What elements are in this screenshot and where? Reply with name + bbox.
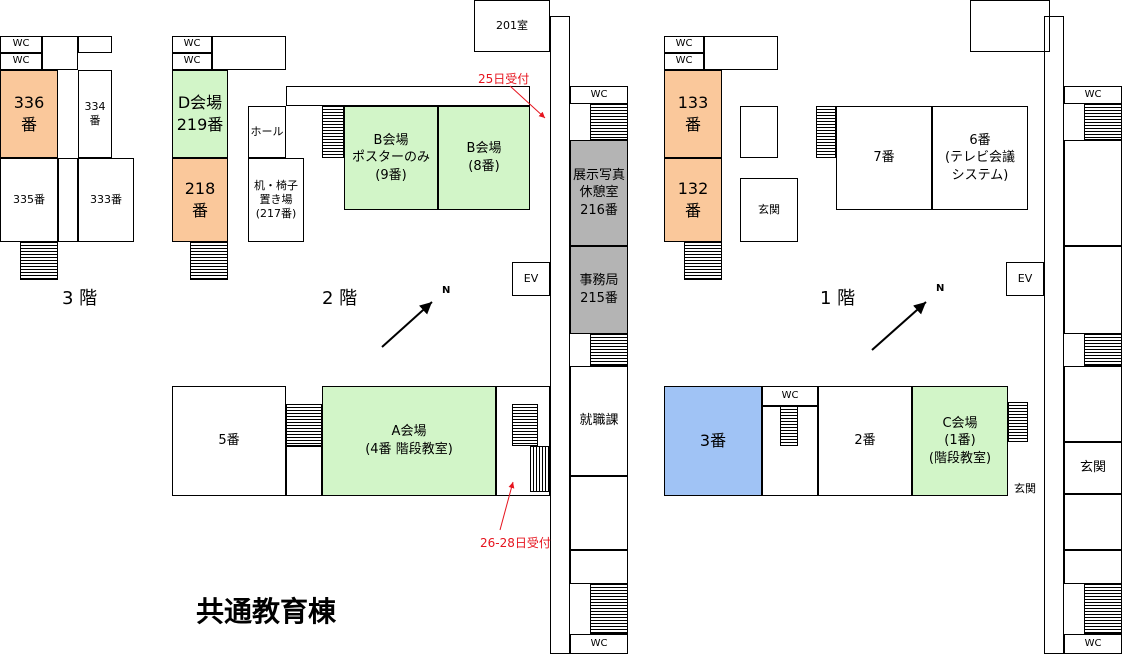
floor2-room-218: 218 番	[172, 158, 228, 242]
floor1-genkan-bottom: 玄関	[1014, 482, 1036, 495]
floor1-stairs-nw	[684, 242, 722, 280]
floor3-room-335: 335番	[0, 158, 58, 242]
floor2-storage-217: 机・椅子 置き場 (217番)	[248, 158, 304, 242]
floor2-east-rooms-2	[570, 550, 628, 584]
floor2-ev: EV	[512, 262, 550, 296]
floor1-room-2: 2番	[818, 386, 912, 496]
floor2-reception-26: 26-28日受付	[480, 536, 551, 550]
floor3-stairs	[20, 242, 58, 280]
floor2-label: 2 階	[322, 288, 358, 309]
floor2-stairs-entrance	[530, 446, 550, 492]
floor3-label: 3 階	[62, 288, 98, 309]
floor2-room-215: 事務局 215番	[570, 246, 628, 334]
floor1-corridor-top	[704, 36, 778, 70]
floor1-stairs-east-2	[1084, 334, 1122, 366]
floor1-wc-mid: WC	[762, 386, 818, 406]
floor1-genkan-right: 玄関	[1064, 442, 1122, 494]
floor2-stairs-south	[590, 584, 628, 634]
floor2-corridor-top	[212, 36, 286, 70]
floor1-ev: EV	[1006, 262, 1044, 296]
floor1-label: 1 階	[820, 288, 856, 309]
floor1-room-7: 7番	[836, 106, 932, 210]
floor1-wc-2: WC	[664, 53, 704, 70]
floor1-room-6: 6番 (テレビ会議 システム)	[932, 106, 1028, 210]
floor2-stairs-nw	[190, 242, 228, 280]
floor1-c-hall: C会場 (1番) (階段教室)	[912, 386, 1008, 496]
floor3-wc-2: WC	[0, 53, 42, 70]
floor2-syushoku: 就職課	[570, 366, 628, 476]
floor1-building-top	[970, 0, 1050, 52]
floor2-stairs-a	[286, 404, 322, 446]
floor2-wc-1: WC	[172, 36, 212, 53]
floor2-wc-2: WC	[172, 53, 212, 70]
floor2-hall: ホール	[248, 106, 286, 158]
floor1-north-arrow	[871, 301, 927, 351]
floor2-b-8: B会場 (8番)	[438, 106, 530, 210]
reception-26-arrow	[499, 481, 515, 531]
floor3-stair-top	[78, 36, 112, 53]
floor2-a-corridor	[286, 446, 322, 496]
floor2-room-201: 201室	[474, 0, 550, 52]
floor1-room-small	[740, 106, 778, 158]
floor3-room-333: 333番	[78, 158, 134, 242]
floor2-room-219: D会場 219番	[172, 70, 228, 158]
floor2-stairs-b	[322, 106, 344, 158]
floor2-east-rooms-1	[570, 476, 628, 550]
floor1-room-132: 132 番	[664, 158, 722, 242]
floor1-mid-corridor	[762, 406, 818, 496]
floor3-corridor-mid	[58, 158, 78, 242]
floor3-room-334: 334 番	[78, 70, 112, 158]
floor2-wc-corridor: WC	[570, 86, 628, 104]
floor1-room-3: 3番	[664, 386, 762, 496]
floor1-stairs-east	[1084, 104, 1122, 140]
floor2-stairs-a-east	[512, 404, 538, 446]
floor2-b-poster: B会場 ポスターのみ (9番)	[344, 106, 438, 210]
floor1-genkan-left: 玄関	[740, 178, 798, 242]
floor1-stairs-south	[1084, 584, 1122, 634]
floor3-wc-1: WC	[0, 36, 42, 53]
floor2-north-label: N	[442, 285, 451, 296]
floor2-stairs-east	[590, 104, 628, 140]
floor1-stairs-c	[1008, 402, 1028, 442]
floor2-corridor-north	[286, 86, 530, 106]
floor2-room-216: 展示写真 休憩室 216番	[570, 140, 628, 246]
building-title: 共通教育棟	[196, 595, 337, 628]
floor2-stairs-east-2	[590, 334, 628, 366]
floor1-stairs-b	[816, 106, 836, 158]
reception-25-arrow	[509, 85, 546, 119]
floor2-north-arrow	[381, 301, 433, 348]
floor2-a-east	[496, 386, 550, 496]
floor2-room-5: 5番	[172, 386, 286, 496]
floor3-room-336: 336 番	[0, 70, 58, 158]
floor3-corridor	[42, 36, 78, 70]
floor2-a-hall: A会場 (4番 階段教室)	[322, 386, 496, 496]
floor2-reception-25: 25日受付	[478, 72, 530, 86]
floor1-room-133: 133 番	[664, 70, 722, 158]
floor1-wc-1: WC	[664, 36, 704, 53]
floor1-north-label: N	[936, 283, 945, 294]
